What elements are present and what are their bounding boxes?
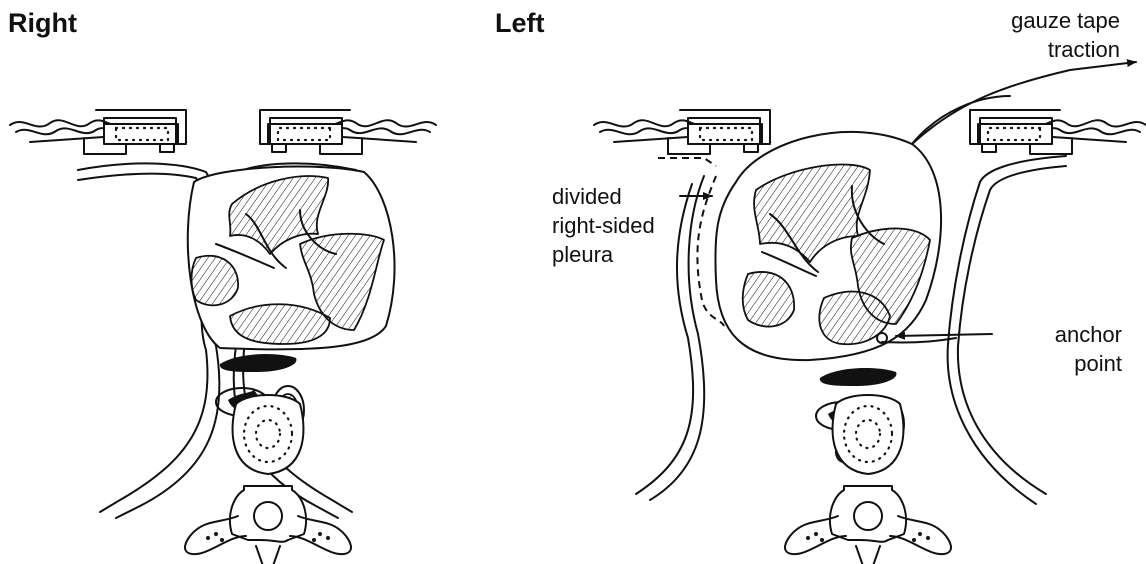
divided-pleura-dash-upper: [658, 158, 716, 166]
panel-left-diagram: [594, 62, 1146, 564]
anchor-point-arrow: [896, 334, 992, 336]
panel-right-diagram: [10, 110, 436, 564]
